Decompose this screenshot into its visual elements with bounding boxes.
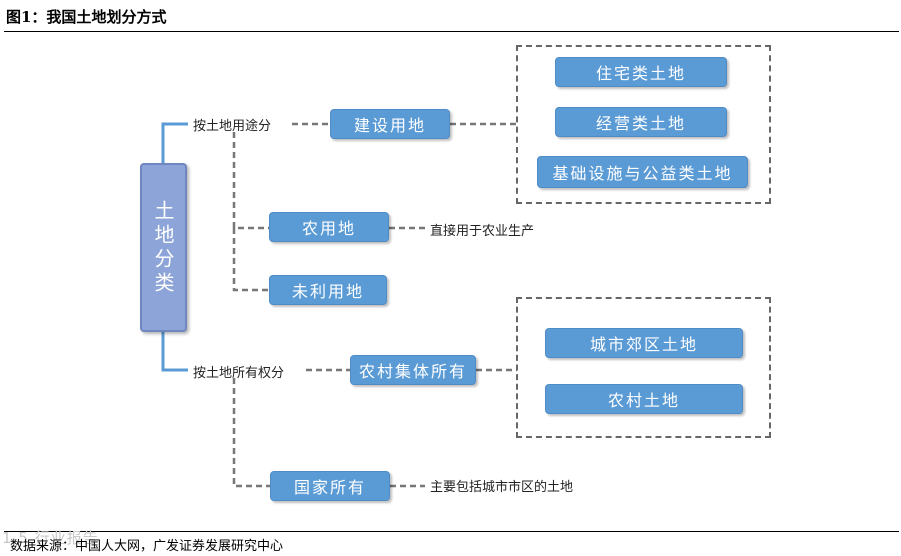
watermark: 1.5 行业报告 bbox=[2, 529, 99, 547]
state-ownership-label: 国家所有 bbox=[293, 478, 366, 497]
suburban-land-node: 城市郊区土地 bbox=[545, 328, 743, 358]
agricultural-land-node: 农用地 bbox=[269, 212, 389, 242]
root-node: 土地分类 bbox=[140, 163, 187, 332]
unused-land-node: 未利用地 bbox=[269, 275, 387, 305]
bottom-rule bbox=[4, 531, 899, 532]
rural-land-label: 农村土地 bbox=[607, 391, 680, 410]
state-ownership-node: 国家所有 bbox=[270, 471, 390, 501]
branch-use-label: 按土地用途分 bbox=[193, 119, 272, 134]
infrastructure-land-node: 基础设施与公益类土地 bbox=[537, 156, 748, 188]
collective-ownership-node: 农村集体所有 bbox=[350, 355, 476, 385]
residential-land-node: 住宅类土地 bbox=[555, 57, 727, 87]
root-label: 土地分类 bbox=[151, 199, 175, 296]
agricultural-note: 直接用于农业生产 bbox=[430, 224, 535, 239]
commercial-land-label: 经营类土地 bbox=[595, 114, 686, 133]
construction-land-label: 建设用地 bbox=[353, 116, 426, 135]
infrastructure-land-label: 基础设施与公益类土地 bbox=[552, 164, 733, 183]
residential-land-label: 住宅类土地 bbox=[595, 64, 686, 83]
collective-types-group bbox=[516, 297, 771, 438]
agricultural-land-label: 农用地 bbox=[301, 219, 356, 238]
unused-land-label: 未利用地 bbox=[291, 282, 364, 301]
suburban-land-label: 城市郊区土地 bbox=[589, 335, 698, 354]
source-note: 数据来源：中国人大网，广发证券发展研究中心 bbox=[10, 539, 284, 554]
rural-land-node: 农村土地 bbox=[545, 384, 743, 414]
construction-types-group bbox=[516, 45, 771, 204]
branch-owner-label: 按土地所有权分 bbox=[193, 366, 285, 381]
commercial-land-node: 经营类土地 bbox=[555, 107, 727, 137]
top-rule bbox=[4, 31, 899, 32]
figure-title: 图1：我国土地划分方式 bbox=[6, 8, 167, 26]
state-note: 主要包括城市市区的土地 bbox=[430, 480, 574, 495]
collective-ownership-label: 农村集体所有 bbox=[358, 362, 467, 381]
construction-land-node: 建设用地 bbox=[330, 109, 450, 139]
